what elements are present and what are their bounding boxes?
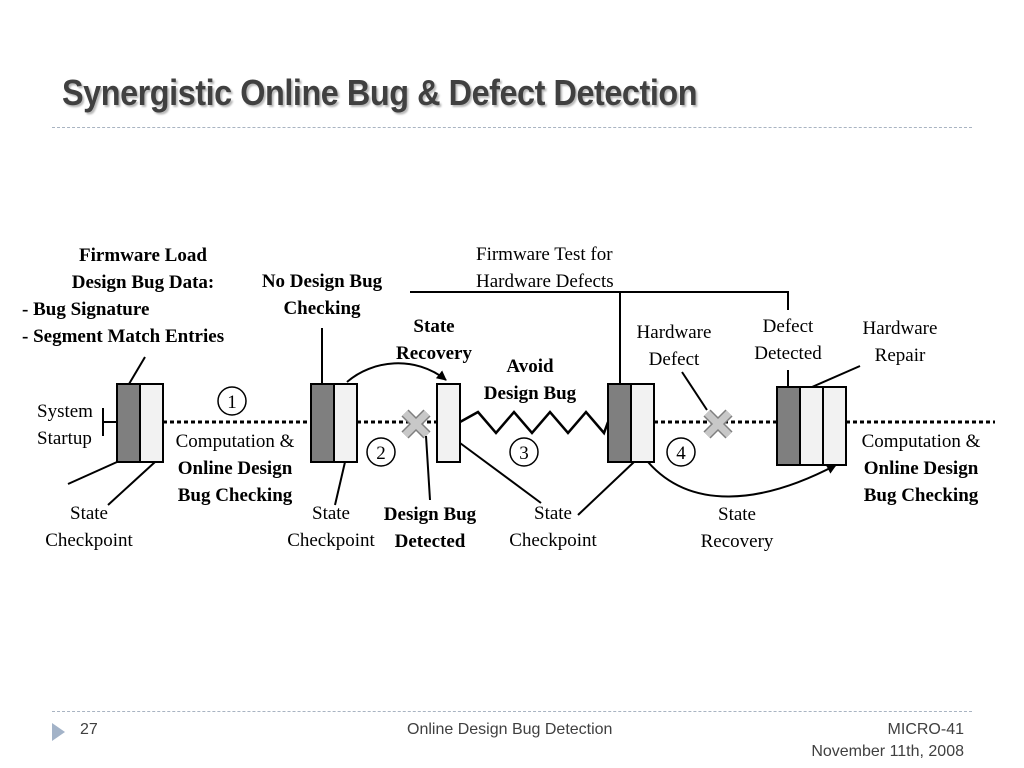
leader-checkpoint-2 xyxy=(334,461,346,506)
step-circle-2 xyxy=(366,437,396,467)
step-circle-4 xyxy=(666,437,696,467)
avoid-bug-zigzag xyxy=(459,410,610,436)
step-circle-1 xyxy=(217,386,247,416)
repair-block xyxy=(776,386,847,466)
checkpoint-block-3 xyxy=(607,383,655,463)
hardware-defect-label: Hardware Defect xyxy=(636,322,712,370)
recovery-block xyxy=(436,383,461,463)
checkpoint-block-2 xyxy=(310,383,358,463)
step-circles: 1 2 3 4 xyxy=(217,386,696,467)
leader-checkpoint-3b xyxy=(577,461,635,516)
step-number-4: 4 xyxy=(676,443,686,464)
step-circle-3 xyxy=(509,437,539,467)
footer-title: Online Design Bug Detection xyxy=(407,721,613,738)
defect-detected-label: Defect Detected xyxy=(754,316,822,364)
state-recovery-label-2: State Recovery xyxy=(700,504,774,552)
hardware-defect-cross-icon xyxy=(703,409,733,439)
step-number-3: 3 xyxy=(519,443,529,464)
no-design-bug-label: No Design Bug Checking xyxy=(261,271,383,319)
state-recovery-arrow-2 xyxy=(647,461,837,498)
design-bug-cross-icon xyxy=(401,409,431,439)
hardware-repair-label: Hardware Repair xyxy=(862,318,938,366)
leader-design-bug-detected xyxy=(425,435,431,501)
firmware-test-bracket-right xyxy=(620,291,789,310)
leader-firmware-load xyxy=(128,356,146,385)
computation-label-right: Computation & Online Design Bug Checking xyxy=(861,431,981,506)
leader-system-startup-top xyxy=(67,461,118,485)
leader-checkpoint-1 xyxy=(107,461,156,506)
footer-divider xyxy=(52,711,972,712)
leader-hardware-repair xyxy=(811,365,861,388)
firmware-load-label: Firmware Load Design Bug Data: - Bug Sig… xyxy=(22,245,225,347)
title-divider xyxy=(52,127,972,128)
avoid-design-bug-label: Avoid Design Bug xyxy=(483,356,577,404)
leader-hardware-defect xyxy=(681,371,708,411)
step-number-1: 1 xyxy=(227,392,237,413)
page-number: 27 xyxy=(80,721,98,738)
state-checkpoint-label-2: State Checkpoint xyxy=(287,503,375,551)
footer-triangle-icon xyxy=(52,723,65,741)
system-startup-label: System Startup xyxy=(37,401,93,449)
firmware-test-label: Firmware Test for Hardware Defects xyxy=(476,244,614,292)
callout-lines xyxy=(67,291,861,516)
checkpoint-block-1 xyxy=(116,383,164,463)
design-bug-detected-label: Design Bug Detected xyxy=(383,504,477,552)
state-recovery-label-1: State Recovery xyxy=(396,316,472,364)
slide-title: Synergistic Online Bug & Defect Detectio… xyxy=(62,72,698,113)
leader-checkpoint-3 xyxy=(459,442,542,504)
state-recovery-arrow-1 xyxy=(346,362,447,383)
state-checkpoint-label-3: State Checkpoint xyxy=(509,503,597,551)
computation-label-left: Computation & Online Design Bug Checking xyxy=(175,431,295,506)
footer-date: November 11th, 2008 xyxy=(811,743,964,760)
state-checkpoint-label-1: State Checkpoint xyxy=(45,503,133,551)
footer-conference: MICRO-41 xyxy=(887,721,964,738)
step-number-2: 2 xyxy=(376,443,386,464)
